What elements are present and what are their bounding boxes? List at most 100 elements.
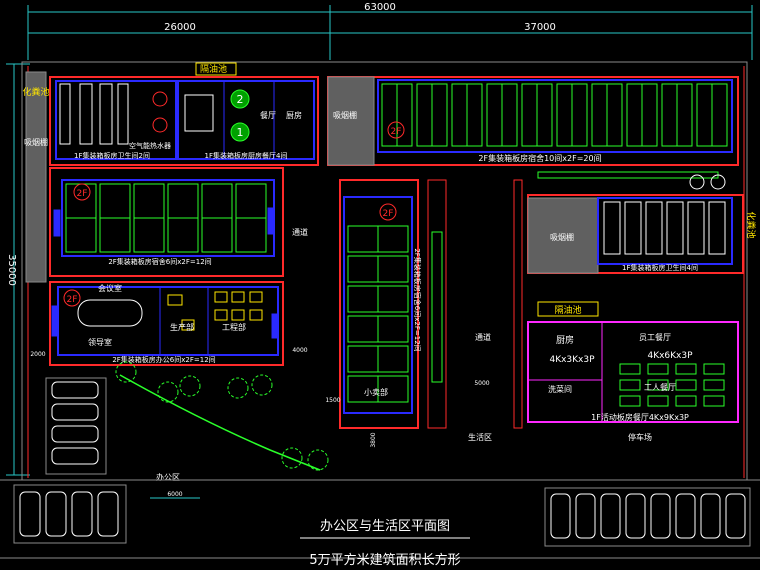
canteen-table	[675, 363, 697, 375]
bottom-cars-right	[550, 493, 746, 539]
center-green-strip	[431, 231, 443, 383]
stair-marks	[51, 207, 279, 339]
office-block	[49, 281, 284, 366]
dim-1500: 1500	[325, 397, 340, 404]
car	[725, 493, 746, 539]
canteen-kitchen-label: 厨房	[556, 334, 574, 346]
worker-canteen-size: 4Kx6Kx3P	[647, 351, 693, 361]
canteen-size-label: 4Kx3Kx3P	[549, 355, 595, 365]
kitchen-label: 餐厅	[260, 111, 276, 120]
dim-2000: 2000	[30, 351, 45, 358]
bottom-left-parking	[13, 484, 127, 544]
isolation-box	[537, 301, 599, 317]
dim-total: 63000	[364, 2, 396, 13]
office-2f-text: 2F	[67, 295, 78, 305]
canteen-table	[619, 395, 641, 407]
heater-tank-2	[152, 117, 168, 133]
leader-label: 领导室	[88, 337, 112, 347]
right-parking-label: 停车场	[628, 432, 652, 442]
left-dorm-2f-badge	[73, 183, 91, 201]
tree	[281, 447, 303, 469]
top-septic-label: 隔油池	[200, 63, 227, 75]
wc-stall	[624, 201, 642, 255]
tree	[251, 374, 273, 396]
car	[51, 425, 99, 443]
right-shed-label: 吸烟棚	[550, 232, 574, 242]
center-dorm-caption: 2F集装箱板房宿舍6间x2F=12间	[413, 248, 422, 351]
top-left-block	[49, 76, 319, 166]
trees	[115, 361, 329, 471]
office-gate-label: 办公区	[156, 472, 180, 482]
kitchen-caption: 1F集装箱板房厨房餐厅4间	[205, 151, 288, 160]
table-2	[230, 122, 250, 142]
worker-canteen-label: 员工餐厅	[639, 333, 671, 342]
center-dorm-cells	[347, 225, 409, 403]
dim-5000: 5000	[474, 380, 489, 387]
top-dorm-cells	[381, 83, 728, 147]
car	[51, 447, 99, 465]
car	[19, 491, 41, 537]
canteen-table	[619, 363, 641, 375]
wc-stall	[666, 201, 684, 255]
dim-height: 35000	[6, 254, 17, 286]
car	[675, 493, 696, 539]
production-label: 生产部	[170, 322, 194, 332]
car	[550, 493, 571, 539]
table-1-num: 2	[237, 93, 244, 106]
canteen-table	[703, 363, 725, 375]
dim-4000: 4000	[292, 347, 307, 354]
canteen-table	[703, 379, 725, 391]
dim-right: 37000	[524, 22, 556, 33]
top-2f-badge	[387, 121, 405, 139]
office-caption: 2F集装箱板房办公6间x2F=12间	[112, 355, 215, 364]
living-gate-label: 生活区	[468, 432, 492, 442]
car	[97, 491, 119, 537]
isolation-label: 隔油池	[554, 304, 581, 316]
heater-tank-4	[710, 174, 726, 190]
right-drain-label: 化粪池	[745, 211, 757, 238]
meeting-table	[77, 299, 143, 327]
left-drain-label: 化粪池	[22, 86, 49, 98]
wc-stall	[603, 201, 621, 255]
heater-tank-3	[689, 174, 705, 190]
cook-label: 厨房	[286, 110, 302, 120]
car	[600, 493, 621, 539]
canteen-table	[675, 379, 697, 391]
top-2f-text: 2F	[391, 127, 402, 137]
dim-3800: 3800	[370, 432, 377, 447]
right-wc-cells	[603, 201, 726, 255]
washroom-label: 洗菜间	[548, 384, 572, 394]
canteen-caption: 1F活动板房餐厅4Kx9Kx3P	[591, 412, 689, 422]
wc-fixtures	[59, 83, 129, 145]
meeting-label: 会议室	[98, 283, 122, 293]
worker-hall-label: 工人餐厅	[644, 383, 676, 392]
left-aisle-label: 通道	[292, 227, 308, 237]
green-rail	[537, 171, 719, 179]
dimension-lines	[6, 5, 753, 476]
green-path	[119, 374, 321, 471]
canteen-table	[647, 379, 669, 391]
canteen-block	[527, 321, 739, 423]
center-2f-badge	[379, 203, 397, 221]
right-wc-caption: 1F集装箱板房卫生间4间	[622, 263, 698, 272]
canteen-table	[647, 395, 669, 407]
canteen-table	[647, 363, 669, 375]
kitchen-counter	[184, 94, 214, 132]
left-cars	[51, 381, 99, 465]
wc-caption: 1F集装箱板房卫生间2间	[74, 151, 150, 160]
dim-6000: 6000	[167, 491, 182, 498]
top-shed-label: 吸烟棚	[333, 110, 357, 120]
tree	[179, 375, 201, 397]
car	[650, 493, 671, 539]
canteen-table	[675, 395, 697, 407]
center-dorm-block	[339, 179, 523, 429]
car	[575, 493, 596, 539]
office-2f-badge	[63, 289, 81, 307]
tree	[157, 381, 179, 403]
top-dorm-caption: 2F集装箱板房宿舍10间x2F=20间	[478, 153, 601, 163]
table-1	[230, 89, 250, 109]
table-2-num: 1	[237, 126, 244, 139]
car	[45, 491, 67, 537]
canteen-tables	[619, 363, 725, 407]
